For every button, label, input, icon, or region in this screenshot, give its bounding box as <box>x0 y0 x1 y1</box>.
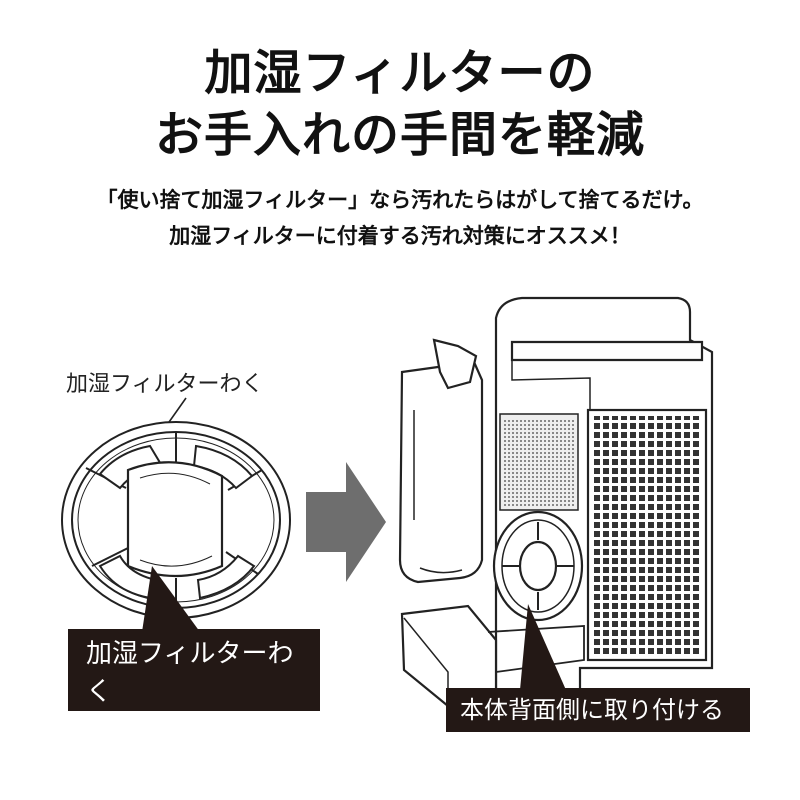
callout-right-pointer <box>520 604 566 690</box>
callout-left-line-1: 加湿フィルターわく <box>86 639 294 707</box>
right-arrow-icon <box>306 462 386 582</box>
title-line-2: お手入れの手間を軽減 <box>154 107 645 163</box>
callout-place-on-frame: 加湿フィルターわく にのせる <box>68 629 320 745</box>
page-title: 加湿フィルターの お手入れの手間を軽減 <box>0 42 800 166</box>
callout-attach-back: 本体背面側に取り付ける <box>446 688 750 732</box>
frame-label: 加湿フィルターわく <box>66 372 264 397</box>
callout-left-line-2: にのせる <box>86 715 191 745</box>
page-subtitle: 「使い捨て加湿フィルター」なら汚れたらはがして捨てるだけ。 加湿フィルターに付着… <box>0 182 800 254</box>
subtitle-line-1: 「使い捨て加湿フィルター」なら汚れたらはがして捨てるだけ。 <box>96 188 704 212</box>
vent-grille <box>594 416 700 654</box>
title-line-1: 加湿フィルターの <box>204 45 596 101</box>
air-purifier-drawing <box>398 296 714 708</box>
callout-left-pointer <box>142 566 200 632</box>
subtitle-line-2: 加湿フィルターに付着する汚れ対策にオススメ！ <box>169 224 631 248</box>
humidifier-filter-frame-drawing <box>61 421 291 619</box>
